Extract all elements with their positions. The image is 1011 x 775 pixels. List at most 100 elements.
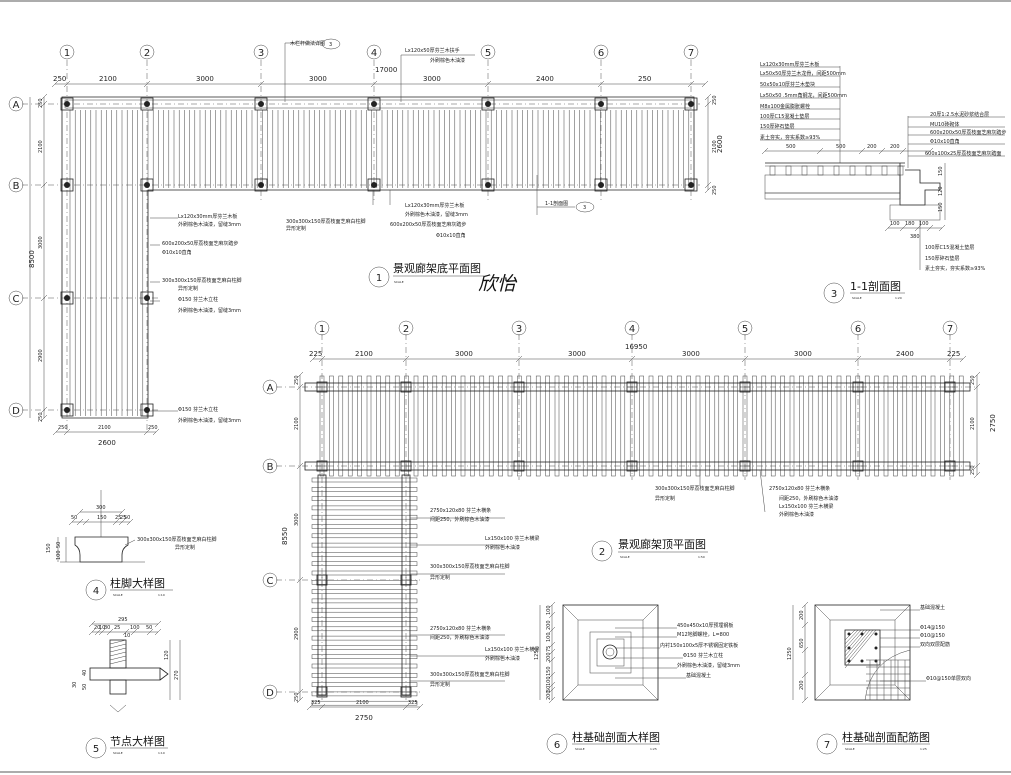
dim-tick-left	[40, 100, 48, 108]
roof-slat-v	[366, 375, 372, 477]
axis-label-2: 2	[144, 48, 150, 59]
roof-slat-v	[451, 375, 456, 477]
d4-tick-2	[68, 518, 76, 526]
roof-slat-h	[311, 626, 418, 632]
post-footing	[594, 97, 608, 111]
sec-vdim-2: 150	[938, 202, 944, 212]
dim-top-6: 250	[638, 75, 651, 83]
dim-tick-top	[257, 80, 265, 88]
dim2-tick-bottom	[318, 703, 326, 711]
d4-vdim-1: 50	[56, 542, 62, 548]
roof-slat-h	[311, 552, 418, 557]
plan2-note-3: 间距250，外刷棕色木油漆	[779, 495, 839, 502]
roof-slat-h	[311, 700, 418, 706]
dim2-tick-right	[973, 371, 981, 379]
roof-slat-v	[855, 375, 861, 477]
dim-top-3: 3000	[309, 75, 327, 83]
sec-label-4: M8x100金属膨胀螺栓	[760, 103, 810, 110]
dim-left-3: 2900	[38, 349, 44, 362]
dim-left-2: 3000	[38, 236, 44, 249]
break-curve	[864, 649, 911, 701]
dim2-top-1: 2100	[355, 350, 373, 358]
signature: 欣怡	[478, 273, 518, 295]
sec-label-2: 50x50x10厚芬兰木垫块	[760, 81, 815, 88]
title-4-bubble	[85, 579, 107, 601]
footing-slopes	[562, 604, 659, 701]
d5-tick	[154, 620, 162, 628]
d6-note-0: 450x450x10厚预埋钢板	[677, 622, 733, 629]
post-circle	[485, 182, 491, 188]
dim2-bottom-0: 325	[311, 700, 321, 706]
title-6-scale-val: 1:25	[650, 747, 657, 751]
d4-tick-2	[118, 518, 126, 526]
d4-tick-2	[82, 518, 90, 526]
post-circle	[144, 101, 150, 107]
roof-slat-h	[311, 496, 418, 501]
dim-tick-top	[143, 80, 151, 88]
dim-total-bottom-2: 2750	[355, 714, 373, 722]
dim2-tick-top	[515, 355, 523, 363]
sec-dim-1: 500	[836, 144, 846, 150]
roof-slat-v	[488, 375, 494, 477]
axis2-label-d: D	[266, 688, 274, 699]
axis2-label-1: 1	[319, 324, 325, 335]
plan2-note-14: Lx150x100 芬兰木横梁	[485, 646, 539, 653]
roof-slat-v	[893, 375, 898, 477]
axis2-label-3: 3	[516, 324, 522, 335]
d7-tick	[801, 671, 809, 679]
title-1-scale: SCALE	[394, 280, 404, 284]
d5-dim-5: 100	[130, 625, 140, 631]
d7-note-2: Φ10@150	[920, 633, 945, 639]
post-circle	[371, 182, 377, 188]
sec-label-3: Lx50x50 .5mm角钢龙，间距500mm	[760, 92, 847, 99]
axis2-label-a: A	[267, 383, 274, 394]
title-4-scale-val: 1:10	[158, 593, 165, 597]
plan2-note-2: 2750x120x80 芬兰木横条	[769, 485, 830, 492]
dim2-tick-bottom	[416, 703, 424, 711]
plan2-note-13: 间距250，外刷棕色木油漆	[430, 634, 490, 641]
dim2-bottom-1: 2100	[356, 700, 369, 706]
deck-boards	[69, 110, 690, 416]
roof-slat-h	[311, 589, 418, 594]
concrete-slab	[764, 174, 901, 194]
dim-tick-bottom	[63, 428, 71, 436]
joist	[849, 165, 856, 176]
sec-dim-tick	[899, 147, 907, 155]
post-footing	[367, 178, 381, 192]
joist	[881, 165, 888, 176]
roof-slat-v	[394, 375, 400, 477]
title-3: 1-1剖面图	[850, 279, 901, 293]
d6-vdim-6: 150	[546, 666, 552, 676]
plan2-note-6: 2750x120x80 芬兰木横条	[430, 507, 491, 514]
d7-tick	[801, 646, 809, 654]
post-footing	[254, 97, 268, 111]
title-3-scale: SCALE	[852, 296, 862, 300]
roof-slat-v	[526, 375, 532, 477]
roof-slat-v	[958, 375, 964, 477]
joists	[769, 165, 904, 176]
axis2-label-c: C	[267, 576, 274, 587]
axis-bubble-2	[139, 44, 155, 60]
d4-tick-2	[76, 518, 84, 526]
dim-tick-top	[597, 80, 605, 88]
dim-left-0: 250	[38, 98, 44, 108]
sec-dim-2: 200	[867, 144, 877, 150]
step-foundation	[889, 204, 941, 221]
sec-bottom-1: 150厚碎石垫层	[925, 255, 960, 262]
roof-slat-v	[733, 375, 738, 477]
post-circle	[258, 182, 264, 188]
joist	[865, 165, 872, 176]
deck-outline	[61, 96, 695, 419]
dim2-tick-top	[402, 355, 410, 363]
d4-vdim-0: 150	[46, 543, 52, 553]
d6-vdim-5: 200	[546, 652, 552, 662]
sec-label-6: 150厚碎石垫层	[760, 123, 795, 130]
roof-slat-v	[423, 375, 428, 477]
plate	[596, 638, 625, 667]
d7-tick	[801, 696, 809, 704]
